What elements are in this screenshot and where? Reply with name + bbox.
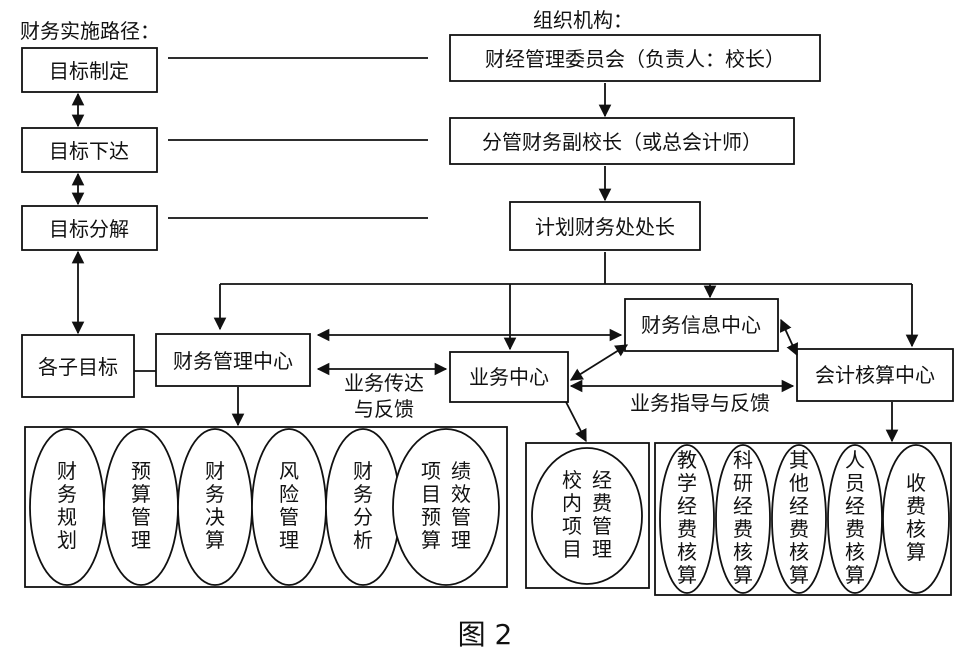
task-ellipse-shape	[715, 444, 771, 594]
business-center: 业务中心	[449, 351, 569, 403]
path-box-label: 各子目标	[38, 355, 118, 379]
arrow-business-info	[569, 344, 629, 381]
org-box-finance-director: 计划财务处处长	[509, 201, 701, 251]
task-ellipse-shape	[659, 444, 715, 594]
task-ellipse: 预算管理	[103, 428, 179, 586]
center-label: 会计核算中心	[815, 363, 935, 387]
path-box-label: 目标分解	[49, 217, 129, 241]
task-ellipse: 科研经费核算	[715, 444, 771, 594]
org-box-label: 财经管理委员会（负责人：校长）	[485, 47, 785, 71]
task-ellipse-label: 人员经费核算	[845, 448, 865, 587]
task-ellipse: 风险管理	[251, 428, 327, 586]
finance-mgmt-center: 财务管理中心	[155, 333, 311, 387]
arrow-business-group	[565, 401, 587, 443]
edge-label-guidance: 业务指导与反馈	[630, 391, 770, 415]
path-box-label: 目标制定	[49, 59, 129, 83]
task-ellipse-label: 财务分析	[353, 459, 373, 552]
task-ellipse-label: 经费管理	[592, 468, 612, 561]
task-ellipse-shape	[882, 444, 950, 594]
org-box-label: 计划财务处处长	[535, 215, 675, 239]
task-ellipse-label: 财务规划	[57, 459, 77, 552]
org-box-committee: 财经管理委员会（负责人：校长）	[449, 34, 821, 82]
task-ellipse-label: 收费核算	[906, 471, 926, 564]
task-ellipse-label: 财务决算	[205, 459, 225, 552]
task-ellipse-label: 项目预算	[421, 459, 441, 552]
task-ellipse: 其他经费核算	[771, 444, 827, 594]
path-box-goal-decompose: 目标分解	[21, 205, 158, 251]
center-label: 财务信息中心	[641, 313, 761, 337]
org-box-vice-principal: 分管财务副校长（或总会计师）	[449, 117, 795, 165]
figure-caption: 图 2	[458, 618, 513, 651]
center-label: 财务管理中心	[173, 349, 293, 373]
task-ellipse-label: 科研经费核算	[733, 448, 753, 587]
accounting-center: 会计核算中心	[796, 348, 954, 402]
path-section-label: 财务实施路径：	[20, 19, 160, 43]
edge-label-transmit-1: 业务传达	[344, 371, 424, 395]
task-ellipse-shape	[531, 447, 643, 585]
task-ellipse-label: 校内项目	[562, 468, 582, 561]
edge-label-transmit-2: 与反馈	[354, 397, 414, 421]
finance-info-center: 财务信息中心	[624, 298, 779, 352]
task-ellipse: 财务分析	[325, 428, 401, 586]
arrow-info-accounting	[779, 318, 799, 357]
task-ellipse: 财务决算	[177, 428, 253, 586]
org-box-label: 分管财务副校长（或总会计师）	[482, 130, 762, 154]
task-ellipse: 财务规划	[29, 428, 105, 586]
path-box-label: 目标下达	[49, 139, 129, 163]
path-box-goal-setting: 目标制定	[21, 47, 158, 93]
task-ellipse-label: 教学经费核算	[677, 448, 697, 587]
task-ellipse-shape	[827, 444, 883, 594]
task-ellipse-label: 风险管理	[279, 459, 299, 552]
task-ellipse-shape	[392, 428, 500, 586]
task-ellipses: 财务规划预算管理财务决算风险管理财务分析绩效管理项目预算经费管理校内项目教学经费…	[29, 428, 950, 594]
task-ellipse-label: 其他经费核算	[789, 448, 809, 587]
path-box-sub-goals: 各子目标	[21, 334, 135, 398]
path-box-goal-issue: 目标下达	[21, 127, 158, 173]
task-ellipse: 教学经费核算	[659, 444, 715, 594]
task-ellipse-label: 预算管理	[131, 459, 151, 552]
task-ellipse: 收费核算	[882, 444, 950, 594]
task-ellipse-shape	[771, 444, 827, 594]
task-ellipse: 人员经费核算	[827, 444, 883, 594]
task-ellipse-label: 绩效管理	[451, 459, 471, 552]
org-section-label: 组织机构：	[533, 8, 633, 32]
center-label: 业务中心	[469, 365, 549, 389]
